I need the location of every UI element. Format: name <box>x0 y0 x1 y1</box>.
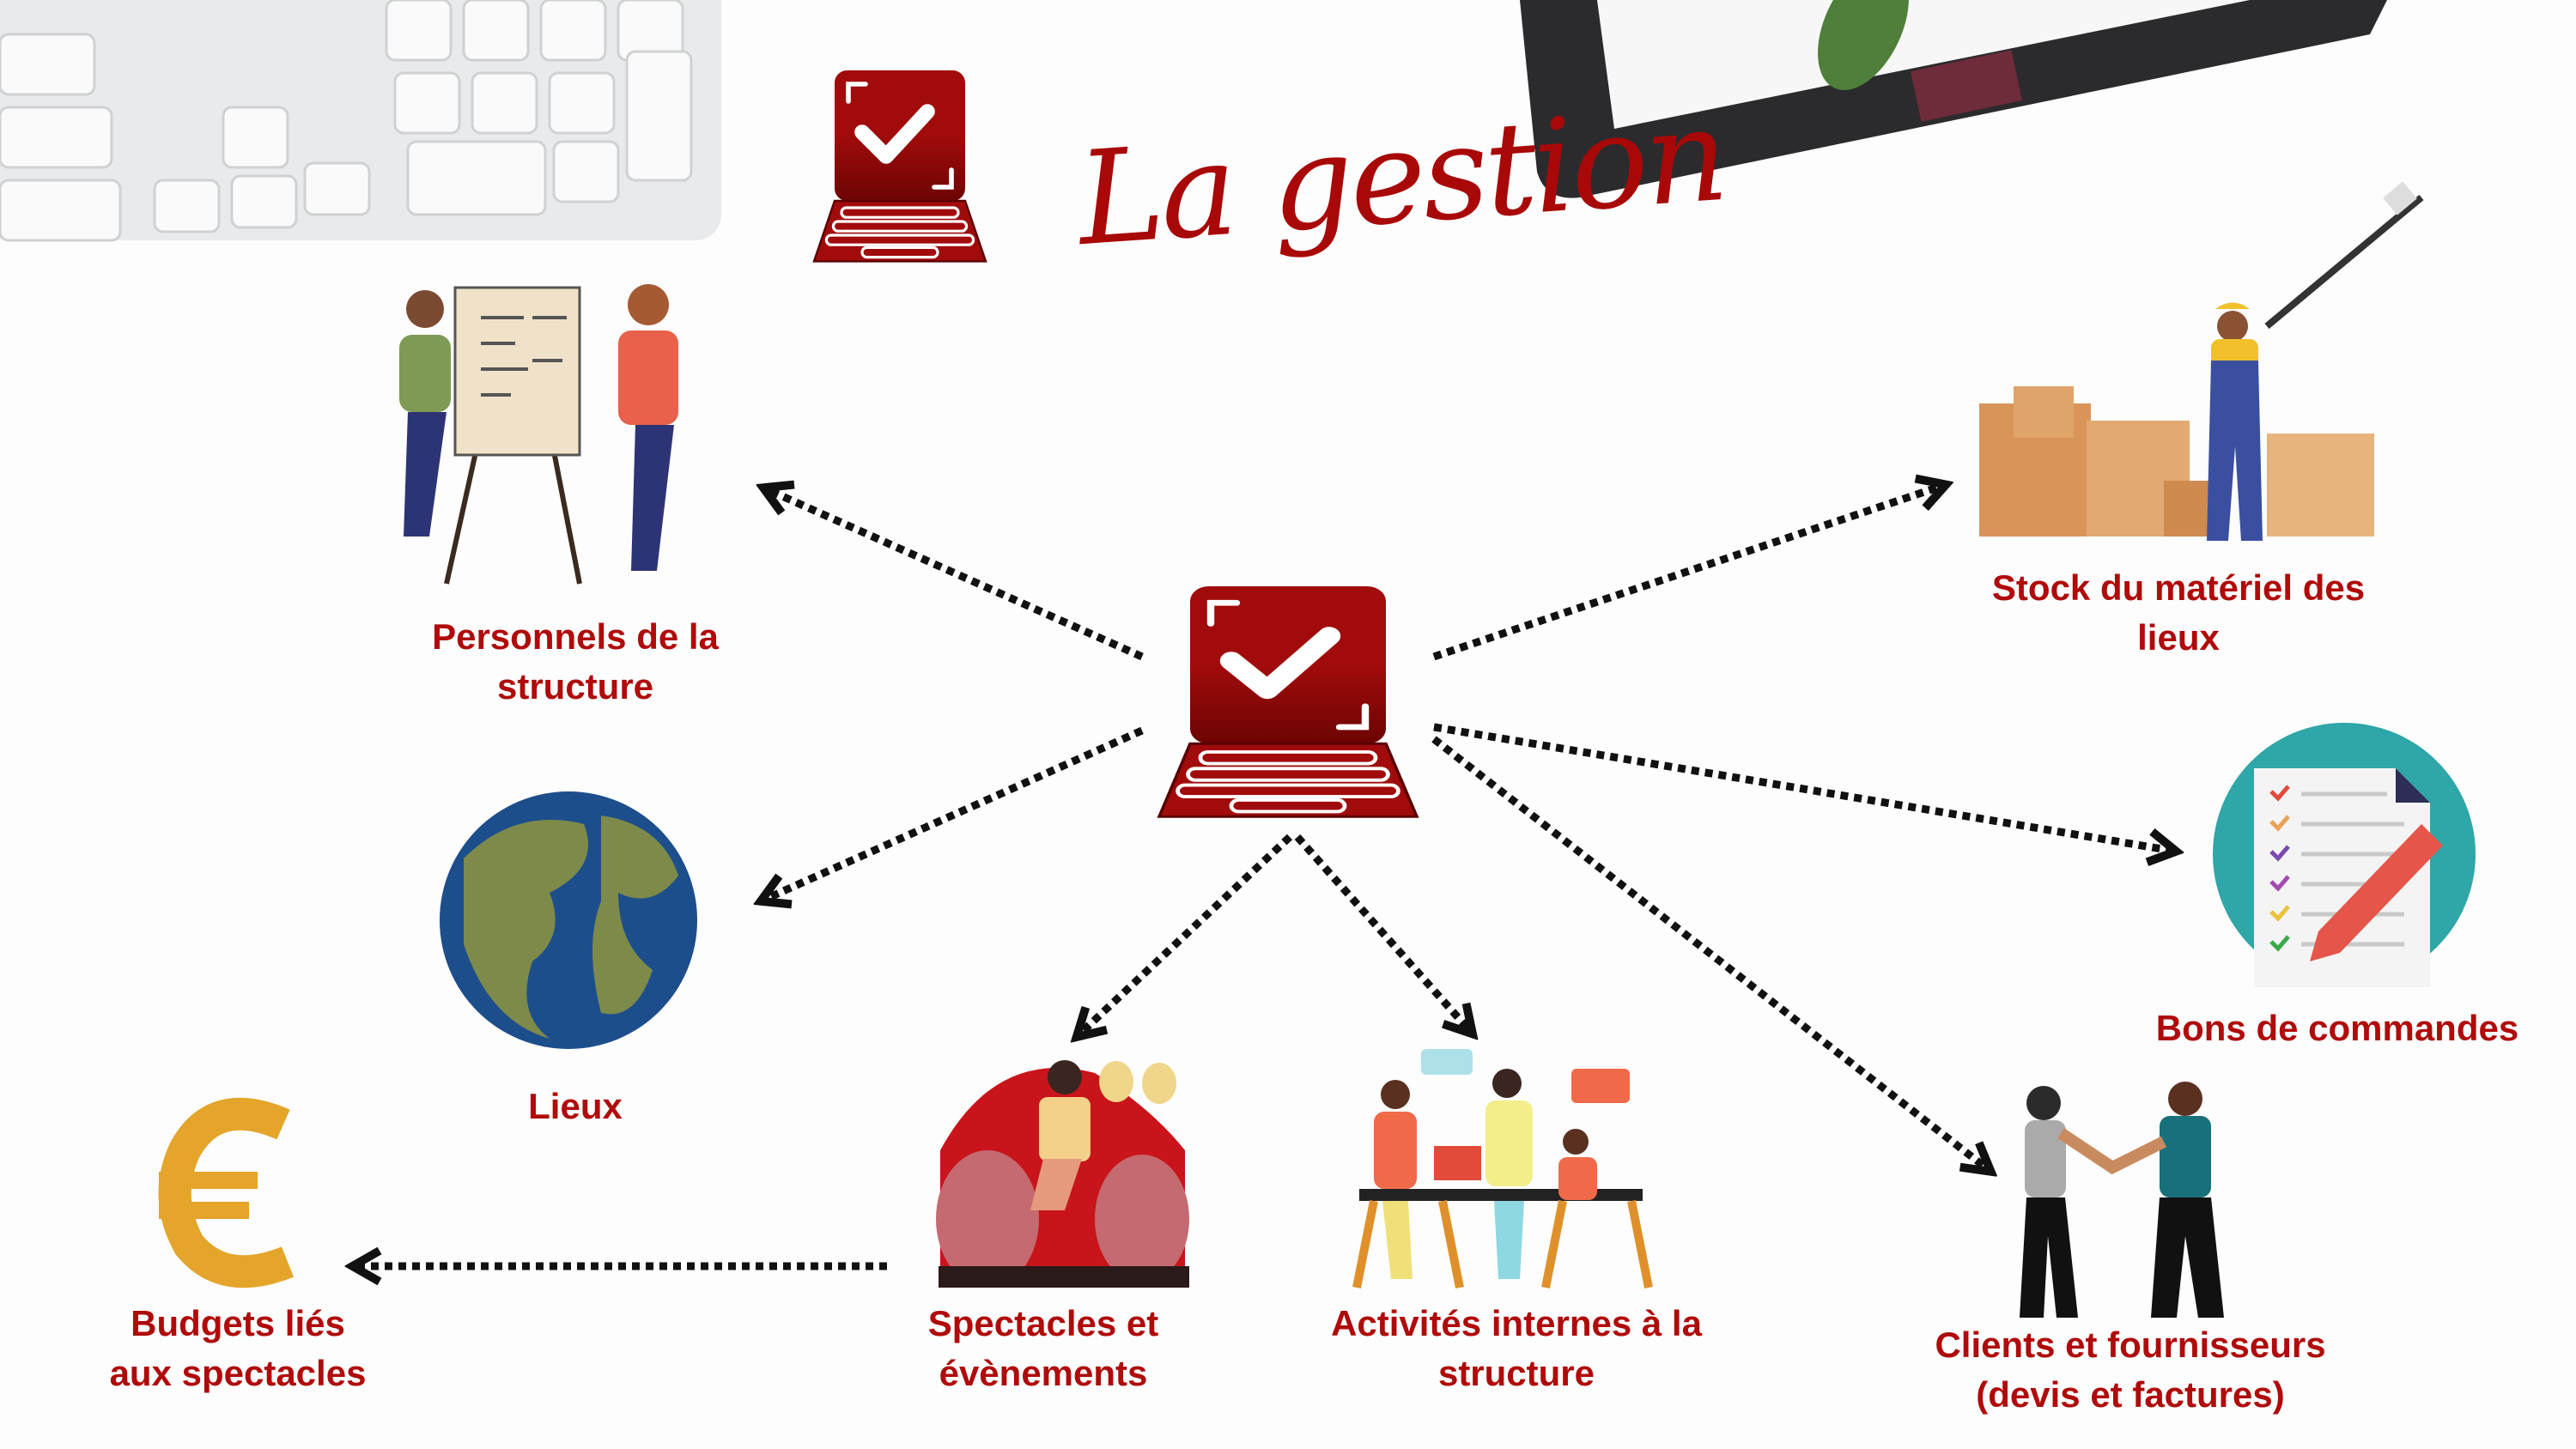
handshake-icon <box>2020 1082 2224 1318</box>
label-line: Spectacles et <box>927 1303 1159 1343</box>
label-line: Clients et fournisseurs <box>1935 1325 2326 1365</box>
label-line: structure <box>1437 1353 1595 1393</box>
label-line: structure <box>496 666 654 706</box>
label-line: Stock du matériel des <box>1991 567 2366 608</box>
euro-icon <box>158 1097 295 1288</box>
whiteboard-icon <box>399 284 678 585</box>
arrow-to-activites <box>1294 834 1470 1031</box>
tablet-photo <box>1520 0 2424 330</box>
node-activites: Activités internes à la structure <box>1331 1299 1702 1398</box>
boxes-icon <box>1979 302 2374 541</box>
laptop-check-icon-small <box>814 70 986 261</box>
arrow-to-clients <box>1431 736 1988 1169</box>
arrow-to-personnels <box>767 489 1144 661</box>
arrow-to-lieux <box>764 726 1144 900</box>
keyboard-photo <box>0 0 721 242</box>
label-line: aux spectacles <box>109 1353 367 1393</box>
arrows <box>356 486 2172 1266</box>
arrow-to-spectacles <box>1079 834 1293 1034</box>
label-line: Bons de commandes <box>2155 1008 2519 1048</box>
theater-icon <box>936 1060 1189 1288</box>
laptop-check-icon-center <box>1159 586 1417 816</box>
label-line: Budgets liés <box>131 1303 345 1343</box>
arrow-to-stock <box>1432 486 1942 661</box>
label-line: lieux <box>2137 617 2220 658</box>
label-line: (devis et factures) <box>1976 1374 2285 1415</box>
node-spectacles: Spectacles et évènements <box>928 1299 1159 1398</box>
label-line: Lieux <box>528 1086 623 1126</box>
arrow-to-bons <box>1433 723 2172 851</box>
label-line: Personnels de la <box>432 616 719 657</box>
node-stock: Stock du matériel des lieux <box>1992 563 2365 663</box>
node-budgets: Budgets liés aux spectacles <box>110 1299 367 1398</box>
label-line: Activités internes à la <box>1331 1303 1702 1343</box>
node-personnels: Personnels de la structure <box>432 612 719 712</box>
node-clients: Clients et fournisseurs (devis et facture… <box>1935 1320 2325 1420</box>
meeting-icon <box>1352 1049 1653 1288</box>
node-bons: Bons de commandes <box>2156 1003 2518 1053</box>
label-line: évènements <box>939 1353 1148 1393</box>
globe-icon <box>440 791 697 1049</box>
checklist-icon <box>2213 723 2476 987</box>
node-lieux: Lieux <box>528 1082 623 1131</box>
